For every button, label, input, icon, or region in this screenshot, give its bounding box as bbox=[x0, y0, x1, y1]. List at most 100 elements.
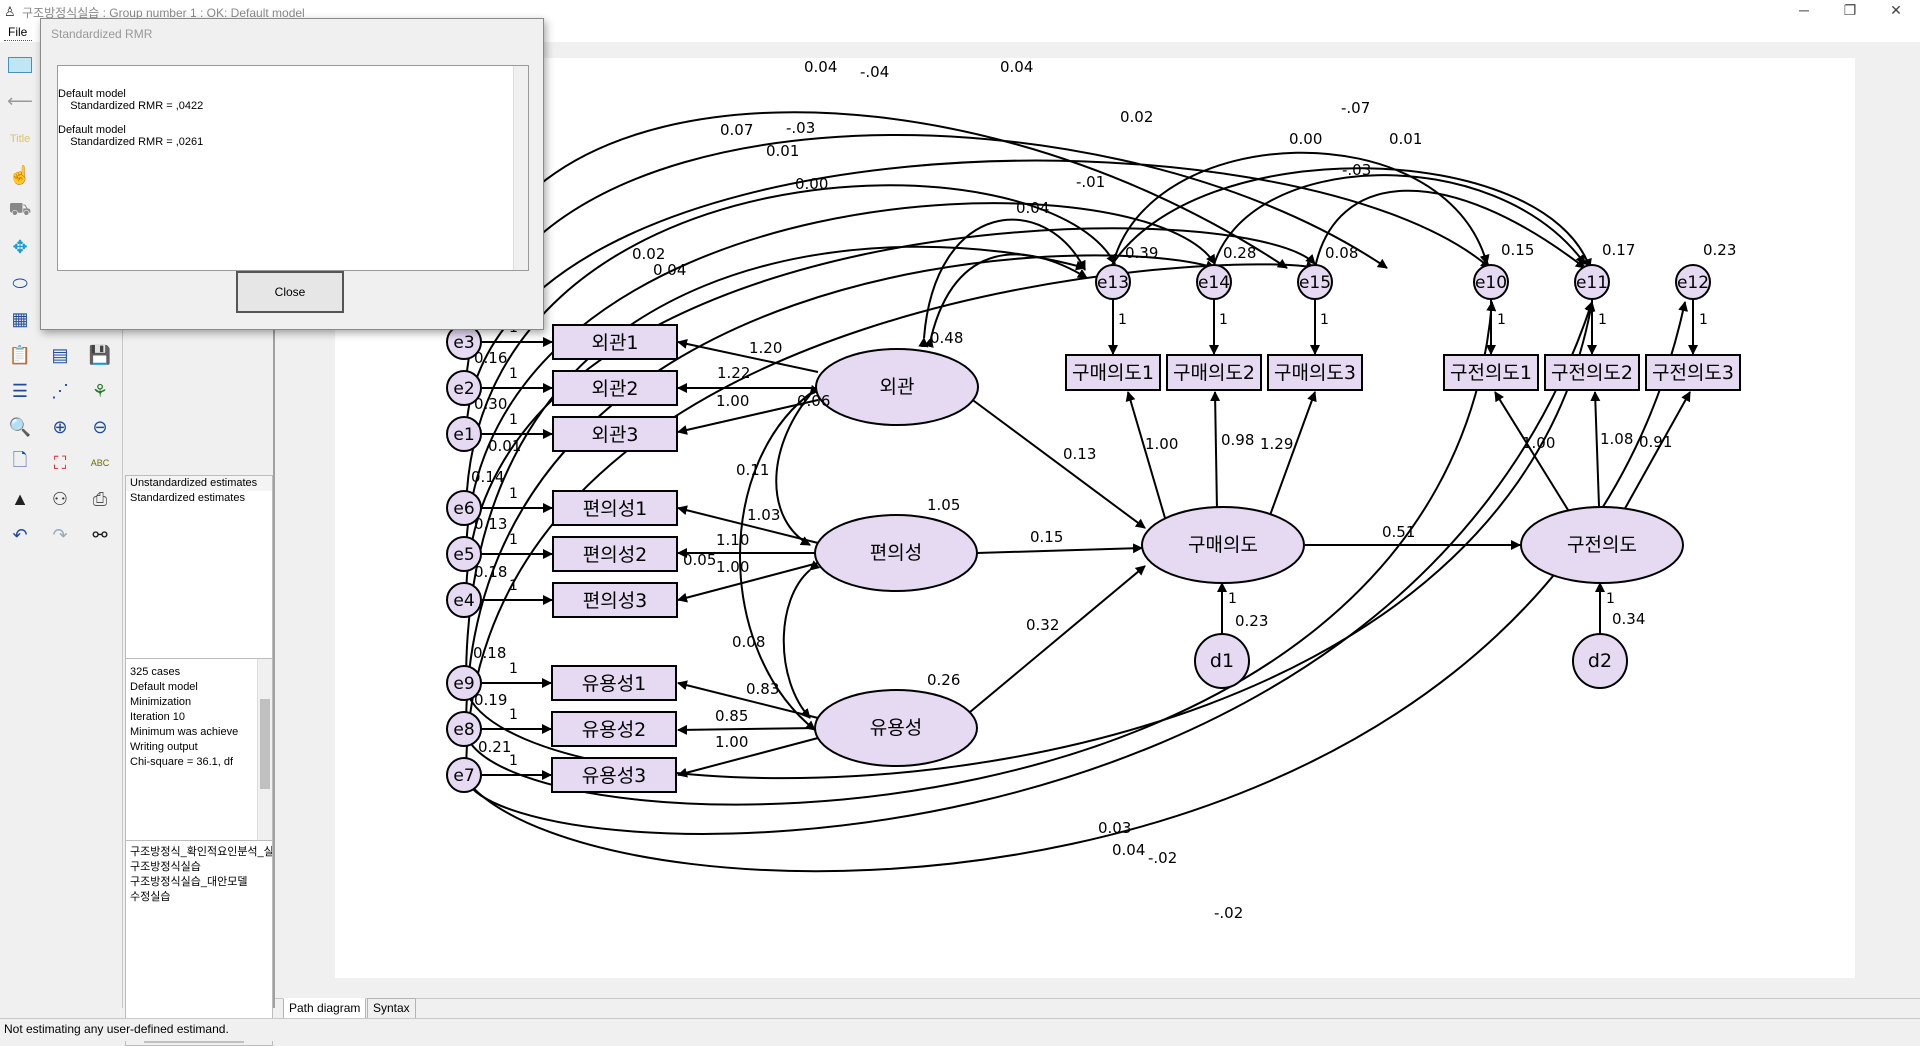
error-variance: 0.13 bbox=[474, 515, 507, 533]
printer-icon[interactable]: ⎙ bbox=[92, 488, 108, 509]
indicator-box[interactable] bbox=[551, 757, 677, 793]
indicator-box[interactable] bbox=[1065, 354, 1161, 391]
indicator-label: 구매의도2 bbox=[1173, 362, 1255, 384]
covariance-value: 0.07 bbox=[720, 121, 753, 139]
log-line: Writing output bbox=[130, 741, 198, 753]
search-icon[interactable]: 🔍 bbox=[8, 416, 32, 437]
error-label: e5 bbox=[453, 545, 474, 565]
binoculars-icon[interactable]: ⚯ bbox=[92, 524, 108, 545]
menu-file[interactable]: File bbox=[8, 25, 28, 39]
move-icon[interactable]: ✥ bbox=[12, 236, 28, 257]
indicator-box[interactable] bbox=[552, 416, 678, 452]
indicator-box[interactable] bbox=[1267, 354, 1363, 391]
file-item[interactable]: 구조방정식실습 bbox=[130, 861, 201, 873]
indicator-box[interactable] bbox=[552, 324, 678, 360]
variance-value: 0.48 bbox=[930, 329, 963, 347]
abc-icon[interactable]: ABC bbox=[90, 458, 110, 468]
error-circle[interactable] bbox=[1675, 264, 1711, 300]
fixed-one: 1 bbox=[1219, 312, 1228, 328]
minimize-button[interactable]: ─ bbox=[1799, 2, 1809, 18]
indicator-box[interactable] bbox=[552, 582, 678, 618]
close-button[interactable]: Close bbox=[236, 271, 344, 313]
people-icon[interactable]: ⚇ bbox=[51, 488, 69, 509]
redo-icon[interactable]: ↷ bbox=[52, 524, 68, 545]
zoom-in-icon[interactable]: ⊕ bbox=[52, 416, 68, 437]
file-item[interactable]: 구조방정식_확인적요인분석_실 bbox=[130, 846, 272, 858]
path-coefficients: 0.13 0.15 0.32 0.51 bbox=[1026, 445, 1415, 634]
error-circle[interactable] bbox=[446, 370, 482, 406]
indicator-label: 유용성1 bbox=[582, 673, 647, 695]
clipboard-icon[interactable]: 📋 bbox=[8, 344, 32, 365]
disturbance-label: d1 bbox=[1210, 650, 1234, 672]
variance-value: 0.26 bbox=[927, 671, 960, 689]
latent-ellipse[interactable] bbox=[814, 514, 978, 592]
error-circle[interactable] bbox=[446, 582, 482, 618]
covariance-value: 0.11 bbox=[736, 461, 769, 479]
unstandardized-option[interactable]: Unstandardized estimates bbox=[126, 476, 272, 491]
indicator-box[interactable] bbox=[552, 370, 678, 406]
error-circle[interactable] bbox=[446, 416, 482, 452]
error-variance: 0.18 bbox=[474, 563, 507, 581]
error-circle[interactable] bbox=[446, 711, 482, 747]
indicator-box[interactable] bbox=[1166, 354, 1262, 391]
indicator-box[interactable] bbox=[1544, 354, 1640, 391]
error-circle[interactable] bbox=[446, 490, 482, 526]
latent-ellipse[interactable] bbox=[814, 689, 978, 767]
latent-ellipse[interactable] bbox=[1520, 506, 1684, 584]
fit-icon[interactable]: ⛶ bbox=[53, 452, 67, 473]
restore-button[interactable]: ❐ bbox=[1843, 2, 1857, 18]
hand-icon[interactable]: ☝ bbox=[8, 164, 32, 185]
disturbance-circle[interactable] bbox=[1194, 633, 1250, 689]
canvas-area: 외관1 외관2 외관3 편의성1 편의성2 편의성3 유용성1 유용성2 유용성… bbox=[275, 42, 1920, 998]
indicator-box[interactable] bbox=[551, 711, 677, 747]
tab-path-diagram[interactable]: Path diagram bbox=[283, 998, 367, 1019]
covariance-value: 0.05 bbox=[683, 551, 716, 569]
arrow-left-icon[interactable]: ⟵ bbox=[7, 90, 33, 111]
zoom-out-icon[interactable]: ⊖ bbox=[92, 416, 108, 437]
loading-value: 1.10 bbox=[716, 531, 749, 549]
list-icon[interactable]: ☰ bbox=[11, 380, 29, 401]
tab-syntax[interactable]: Syntax bbox=[367, 998, 416, 1019]
dialog-scrollbar[interactable] bbox=[513, 66, 528, 270]
ellipse-icon[interactable]: ⬭ bbox=[12, 272, 28, 293]
indicator-box[interactable] bbox=[552, 490, 678, 526]
error-circle[interactable] bbox=[1297, 264, 1333, 300]
latent-label: 유용성 bbox=[870, 717, 922, 739]
chart-icon[interactable]: ▲ bbox=[11, 488, 29, 509]
latent-ellipse[interactable] bbox=[1141, 506, 1305, 584]
error-circle[interactable] bbox=[1473, 264, 1509, 300]
error-circle[interactable] bbox=[1574, 264, 1610, 300]
error-circle[interactable] bbox=[1095, 264, 1131, 300]
latent-ellipse[interactable] bbox=[815, 348, 979, 426]
error-circle[interactable] bbox=[446, 536, 482, 572]
error-label: e1 bbox=[453, 425, 474, 445]
loading-value: 1.00 bbox=[716, 558, 749, 576]
table-icon[interactable]: ▦ bbox=[11, 308, 29, 329]
file-item[interactable]: 수정실습 bbox=[130, 891, 171, 903]
table2-icon[interactable]: ▤ bbox=[51, 344, 69, 365]
link-icon[interactable]: ⋰ bbox=[51, 380, 69, 401]
page-icon[interactable]: 🗋 bbox=[12, 450, 28, 470]
title-icon[interactable]: Title bbox=[9, 133, 31, 145]
file-item[interactable]: 구조방정식실습_대안모델 bbox=[130, 876, 248, 888]
error-label: e9 bbox=[453, 674, 474, 694]
error-variance: 0.18 bbox=[473, 644, 506, 662]
error-circle[interactable] bbox=[446, 757, 482, 793]
rectangle-icon[interactable] bbox=[4, 50, 36, 80]
truck-icon[interactable]: ⛟ bbox=[8, 199, 32, 219]
error-circle[interactable] bbox=[1196, 264, 1232, 300]
standardized-option[interactable]: Standardized estimates bbox=[130, 492, 245, 504]
undo-icon[interactable]: ↶ bbox=[12, 524, 28, 545]
indicator-box[interactable] bbox=[551, 665, 677, 701]
error-circle[interactable] bbox=[446, 665, 482, 701]
indicator-box[interactable] bbox=[1443, 354, 1539, 391]
log-line: 325 cases bbox=[130, 666, 181, 678]
tree-icon[interactable]: ⚘ bbox=[91, 380, 109, 401]
indicator-box[interactable] bbox=[1645, 354, 1741, 391]
disturbance-circle[interactable] bbox=[1572, 633, 1628, 689]
indicator-box[interactable] bbox=[552, 536, 678, 572]
close-window-button[interactable]: ✕ bbox=[1890, 2, 1902, 18]
save-icon[interactable]: 💾 bbox=[88, 344, 112, 365]
log-vertical-scrollbar[interactable] bbox=[257, 659, 272, 879]
path-diagram[interactable]: 외관1 외관2 외관3 편의성1 편의성2 편의성3 유용성1 유용성2 유용성… bbox=[335, 58, 1855, 978]
